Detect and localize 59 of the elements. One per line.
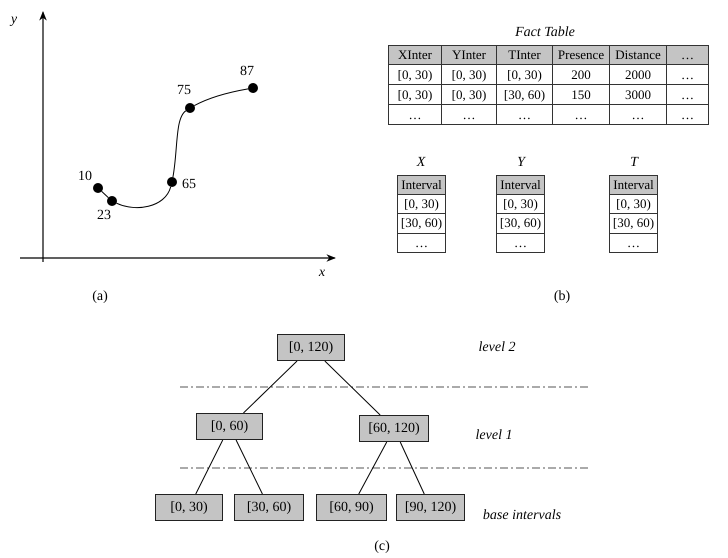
- tree-edge: [242, 360, 298, 414]
- interval-box: [90, 120): [396, 494, 465, 521]
- level-label: base intervals: [482, 508, 562, 524]
- table-cell: [0, 30): [397, 194, 446, 214]
- trajectory-curve: [101, 190, 109, 198]
- table-cell: …: [496, 232, 545, 253]
- interval-box: [0, 60): [196, 413, 263, 440]
- panel-label: (b): [554, 289, 570, 305]
- axis-label: y: [10, 12, 18, 28]
- trajectory-point: [107, 196, 117, 206]
- trajectory-point: [248, 83, 258, 93]
- point-label: 10: [78, 169, 92, 185]
- table-header-cell: Distance: [609, 45, 667, 65]
- table-cell: [0, 30): [609, 194, 658, 214]
- table-cell: [30, 60): [397, 213, 446, 234]
- table-header-cell: TInter: [496, 45, 553, 65]
- table-cell: …: [397, 232, 446, 253]
- tree-edge: [400, 442, 425, 494]
- trajectory-point: [93, 183, 103, 193]
- interval-box: [0, 30): [155, 494, 223, 521]
- table-title: Fact Table: [515, 25, 575, 41]
- table-header-cell: YInter: [441, 45, 497, 65]
- trajectory-curve: [172, 110, 186, 178]
- table-cell: [30, 60): [609, 213, 658, 234]
- level-label: level 1: [476, 428, 512, 444]
- trajectory-point: [167, 177, 177, 187]
- point-label: 65: [182, 177, 196, 193]
- table-cell: [30, 60): [496, 213, 545, 234]
- table-header-cell: XInter: [388, 45, 442, 65]
- level-label: level 2: [478, 340, 516, 356]
- table-header-cell: …: [666, 45, 709, 65]
- table-title: T: [630, 155, 638, 171]
- table-cell: …: [388, 104, 442, 125]
- trajectory-point: [185, 103, 195, 113]
- table-header-cell: Presence: [552, 45, 610, 65]
- table-cell: [0, 30): [496, 194, 545, 214]
- tree-edge: [324, 360, 381, 416]
- point-label: 75: [177, 83, 191, 99]
- trajectory-curve: [194, 88, 249, 106]
- panel-label: (a): [92, 289, 108, 305]
- axis-label: x: [318, 265, 326, 281]
- tree-edge: [236, 440, 263, 494]
- tree-edge: [195, 440, 224, 494]
- interval-box: [30, 60): [234, 494, 304, 521]
- interval-box: [60, 120): [359, 415, 429, 442]
- trajectory-curve: [116, 186, 172, 208]
- table-header-cell: Interval: [609, 175, 658, 194]
- table-cell: …: [609, 232, 658, 253]
- interval-box: [0, 120): [277, 334, 345, 361]
- table-cell: …: [666, 104, 709, 125]
- tree-edge: [358, 442, 388, 494]
- table-header-cell: Interval: [397, 175, 446, 194]
- point-label: 87: [240, 64, 254, 80]
- panel-label: (c): [374, 539, 390, 555]
- interval-box: [60, 90): [316, 494, 387, 521]
- table-title: Y: [517, 155, 525, 171]
- point-label: 23: [97, 208, 111, 224]
- table-header-cell: Interval: [496, 175, 545, 194]
- table-title: X: [416, 155, 426, 171]
